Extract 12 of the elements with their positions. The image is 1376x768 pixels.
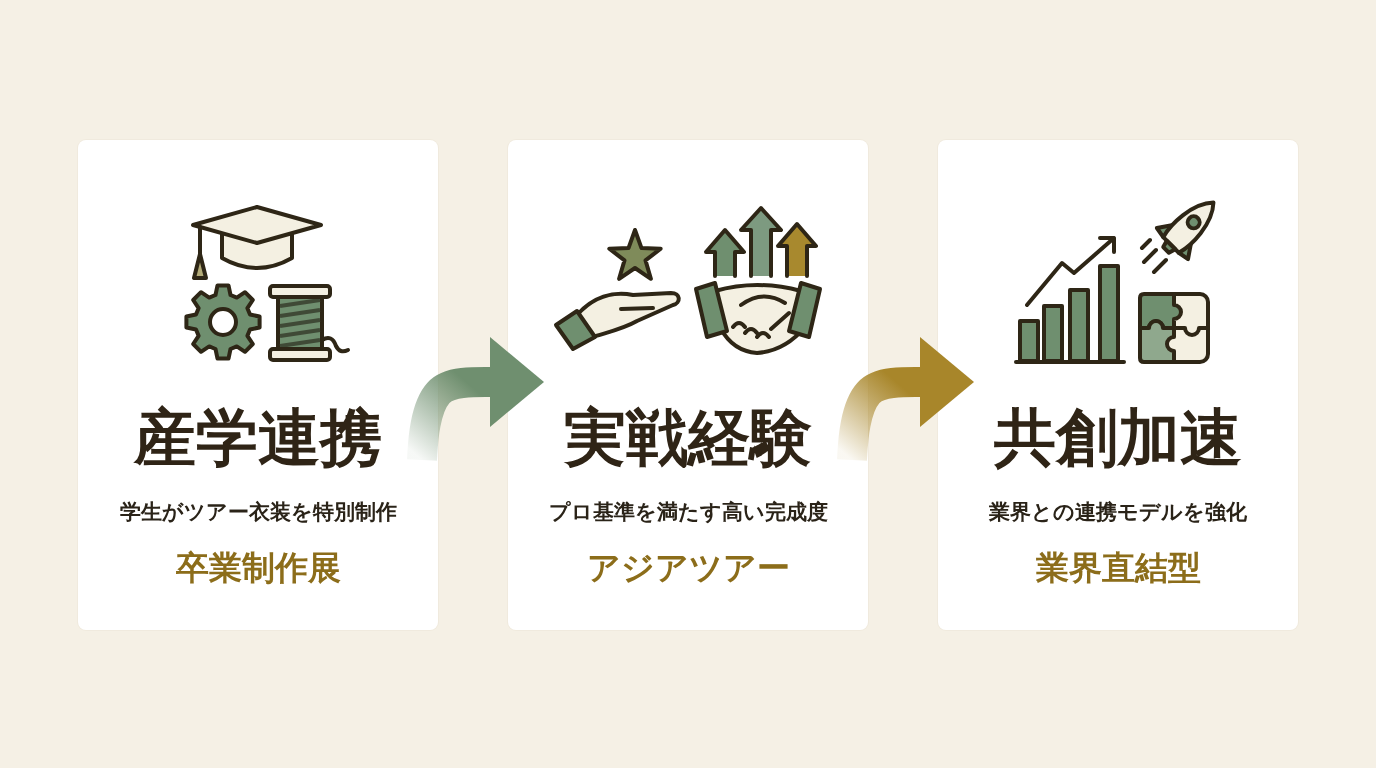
card-highlight: 卒業制作展 [175, 547, 341, 589]
card-description: プロ基準を満たす高い完成度 [548, 499, 828, 526]
card-description: 学生がツアー衣装を特別制作 [119, 499, 397, 526]
card-heading: 実戦経験 [564, 400, 812, 476]
step-card [78, 140, 438, 630]
card-heading: 共創加速 [994, 400, 1242, 476]
card-highlight: アジアツアー [586, 547, 790, 589]
step-card [508, 140, 868, 630]
card-heading: 産学連携 [134, 400, 382, 476]
card-highlight: 業界直結型 [1035, 547, 1201, 589]
card-description: 業界との連携モデルを強化 [989, 499, 1247, 526]
step-card [938, 140, 1298, 630]
